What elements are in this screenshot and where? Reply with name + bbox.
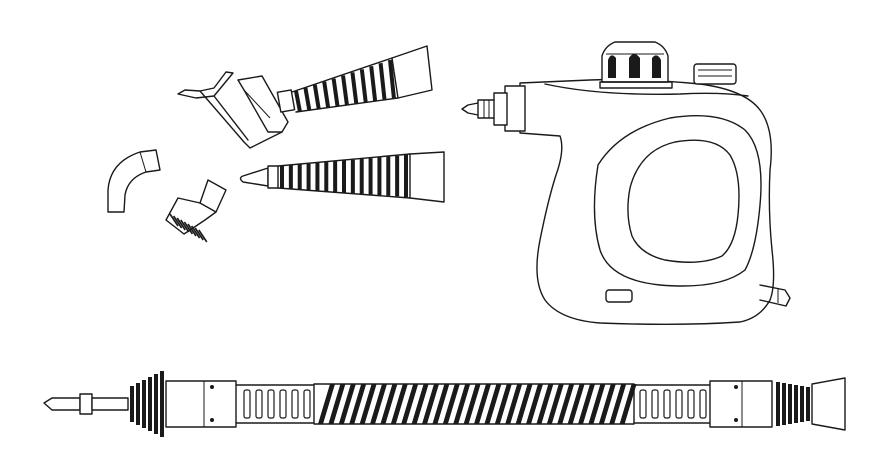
angled-nozzle [107, 149, 161, 213]
hose-rib [294, 90, 302, 113]
flex-slot [687, 389, 695, 419]
spiral-stripe [390, 384, 408, 424]
flex-slot [255, 389, 263, 419]
bristle [187, 223, 197, 237]
spiral-stripe [359, 384, 377, 424]
collar-rib [154, 374, 158, 434]
collar-rib [806, 387, 810, 421]
spiral-stripe [505, 384, 523, 424]
flex-slot [267, 389, 275, 419]
hose-rib [359, 69, 368, 104]
window-squeegee-attachment [177, 45, 433, 149]
bristle [198, 229, 208, 243]
spiral-stripe [598, 384, 616, 424]
hose-rib [322, 81, 331, 109]
spiral-stripe [349, 384, 367, 424]
bristle [194, 227, 204, 241]
bristle [190, 225, 201, 239]
collar-rib [142, 380, 146, 428]
spiral-stripe [328, 384, 346, 424]
hose-rib [369, 65, 378, 102]
spiral-stripe [609, 384, 627, 424]
spiral-stripe [484, 384, 502, 424]
hose-rib [303, 87, 312, 112]
collar-rib [160, 371, 164, 437]
spiral-stripe [453, 384, 471, 424]
spiral-stripe [557, 384, 575, 424]
flex-slot [303, 389, 311, 419]
flex-slot [663, 389, 671, 419]
collar-rib [130, 386, 134, 422]
spiral-stripe [536, 384, 554, 424]
flex-slot [279, 389, 287, 419]
hose-rib [350, 72, 359, 105]
spiral-stripe [380, 384, 398, 424]
hose-rib [388, 59, 396, 100]
spiral-stripe [463, 384, 481, 424]
flex-slot [639, 389, 647, 419]
spiral-stripe [442, 384, 460, 424]
spiral-stripe [318, 384, 335, 424]
hose-rib [312, 84, 321, 110]
spiral-stripe [588, 384, 606, 424]
flex-slot [699, 389, 707, 419]
flex-slot [243, 389, 251, 419]
flex-slot [291, 389, 299, 419]
bristle [169, 213, 179, 227]
bristle [172, 215, 183, 229]
spiral-stripe [515, 384, 533, 424]
hose-rib [378, 62, 387, 101]
flex-slot [675, 389, 683, 419]
jet-nozzle [239, 151, 445, 203]
bristle [183, 221, 194, 235]
spiral-stripe [578, 384, 595, 424]
spiral-stripe [546, 384, 564, 424]
hose-rib [341, 75, 349, 106]
spiral-stripe [526, 384, 543, 424]
hose-rib [331, 78, 340, 108]
spiral-stripe [619, 384, 637, 424]
spiral-stripe [567, 384, 585, 424]
extension-hose [43, 371, 846, 437]
bristle [180, 219, 190, 233]
spiral-stripe [401, 384, 419, 424]
flex-slot [651, 389, 659, 419]
collar-rib [800, 386, 804, 422]
spiral-stripe [422, 384, 439, 424]
collar-rib [136, 383, 140, 425]
spiral-stripe [411, 384, 429, 424]
spiral-stripe [494, 384, 512, 424]
collar-rib [794, 385, 798, 423]
collar-rib [776, 382, 780, 426]
collar-rib [788, 384, 792, 424]
handheld-steamer-body [461, 41, 791, 325]
brush-attachment [165, 179, 227, 243]
collar-rib [148, 377, 152, 431]
spiral-stripe [370, 384, 387, 424]
collar-rib [782, 383, 786, 425]
bristle [176, 217, 186, 231]
spiral-stripe [474, 384, 491, 424]
spiral-stripe [338, 384, 356, 424]
spiral-stripe [432, 384, 450, 424]
